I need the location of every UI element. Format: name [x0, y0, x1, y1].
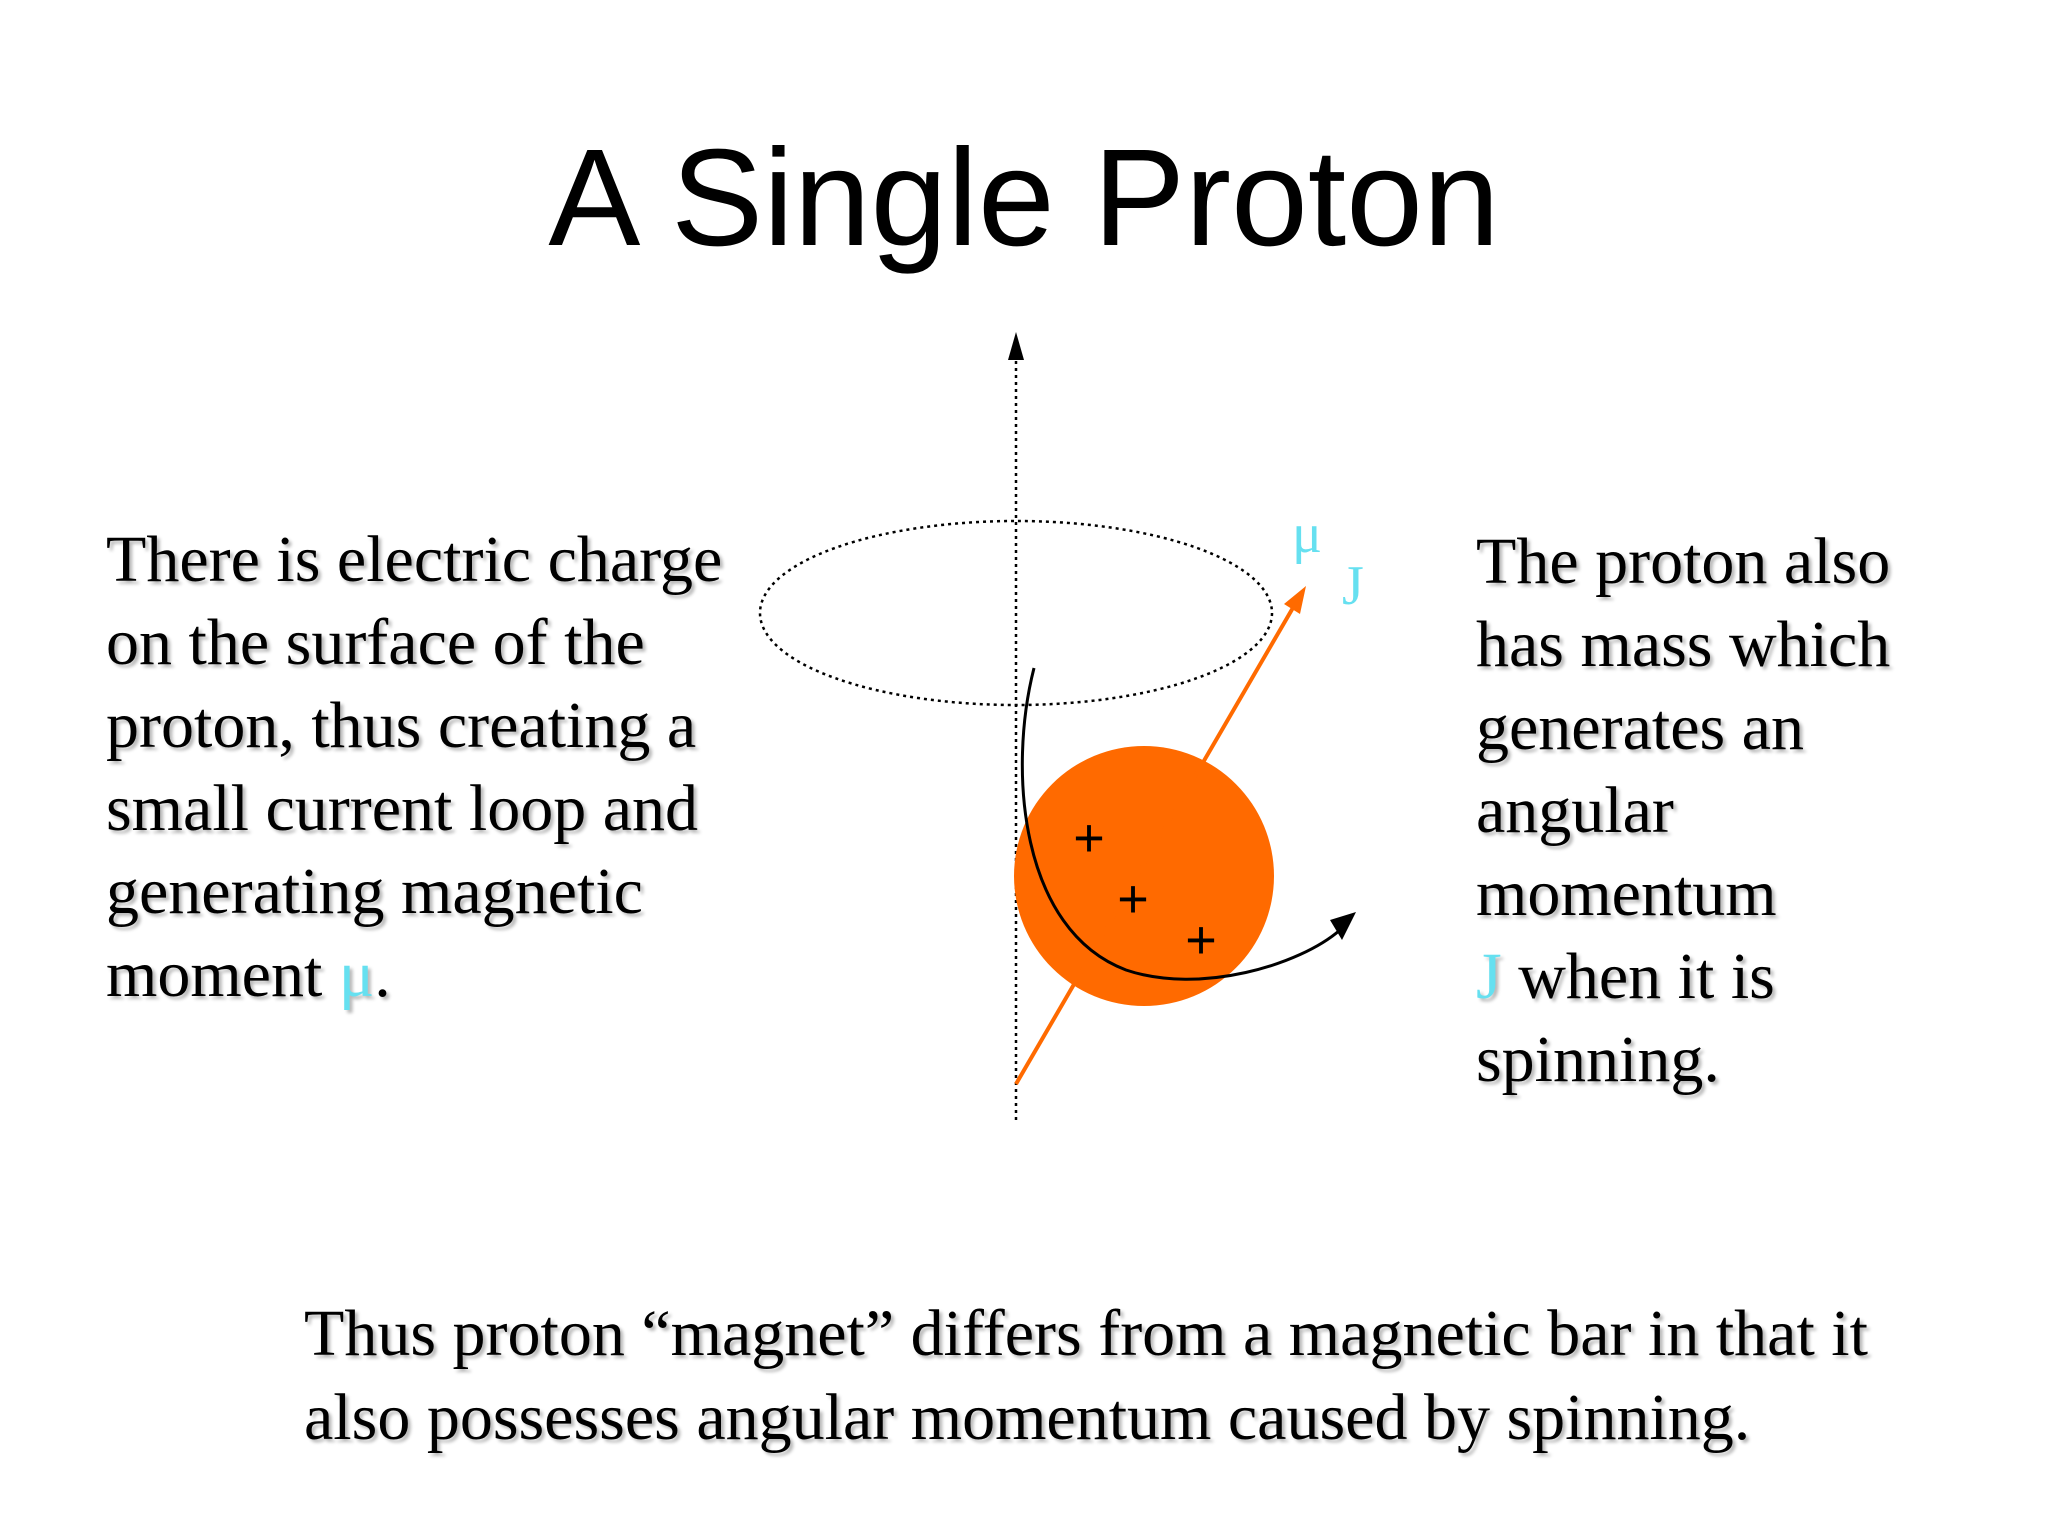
right-text-line-7: spinning. [1476, 1023, 1720, 1096]
spin-direction-arc [1020, 667, 1341, 981]
charge-plus-1: + [1073, 808, 1105, 868]
right-text-line-6: J when it is [1476, 935, 1996, 1018]
right-text-line-2: has mass which [1476, 608, 1891, 681]
summary-text: Thus proton “magnet” differs from a magn… [304, 1292, 2004, 1460]
spin-axis-vector [1014, 604, 1296, 1086]
left-text-line-1: There is electric charge [106, 523, 723, 596]
left-text-line-2: on the surface of the [106, 606, 645, 679]
left-text-line-4: small current loop and [106, 772, 699, 845]
angular-momentum-explanation: The proton also has mass which generates… [1476, 520, 1996, 1101]
left-text-line-3: proton, thus creating a [106, 689, 697, 762]
current-loop [758, 519, 1274, 707]
magnetic-moment-explanation: There is electric charge on the surface … [106, 518, 786, 1016]
charge-plus-2: + [1117, 869, 1149, 929]
right-text-line-3: generates an [1476, 691, 1804, 764]
spin-axis-arrowhead [1284, 586, 1306, 614]
left-text-line-6-prefix: moment [106, 938, 339, 1011]
mu-vector-label: μ [1292, 503, 1322, 565]
mu-symbol: μ [338, 938, 375, 1011]
summary-line-2: also possesses angular momentum caused b… [304, 1381, 1751, 1454]
right-text-line-5: momentum [1476, 857, 1777, 930]
left-text-line-6: moment μ. [106, 933, 786, 1016]
right-text-line-1: The proton also [1476, 525, 1891, 598]
j-symbol: J [1476, 940, 1502, 1013]
summary-line-1: Thus proton “magnet” differs from a magn… [304, 1297, 1868, 1370]
charge-plus-3: + [1185, 910, 1217, 970]
right-text-line-6-suffix: when it is [1501, 940, 1775, 1013]
left-text-line-5: generating magnetic [106, 855, 643, 928]
slide-title: A Single Proton [548, 121, 1500, 275]
left-text-line-6-suffix: . [374, 938, 391, 1011]
j-vector-label: J [1342, 555, 1364, 617]
vertical-axis-arrowhead [1008, 332, 1024, 360]
spin-direction-arrowhead [1330, 912, 1356, 940]
right-text-line-4: angular [1476, 774, 1674, 847]
